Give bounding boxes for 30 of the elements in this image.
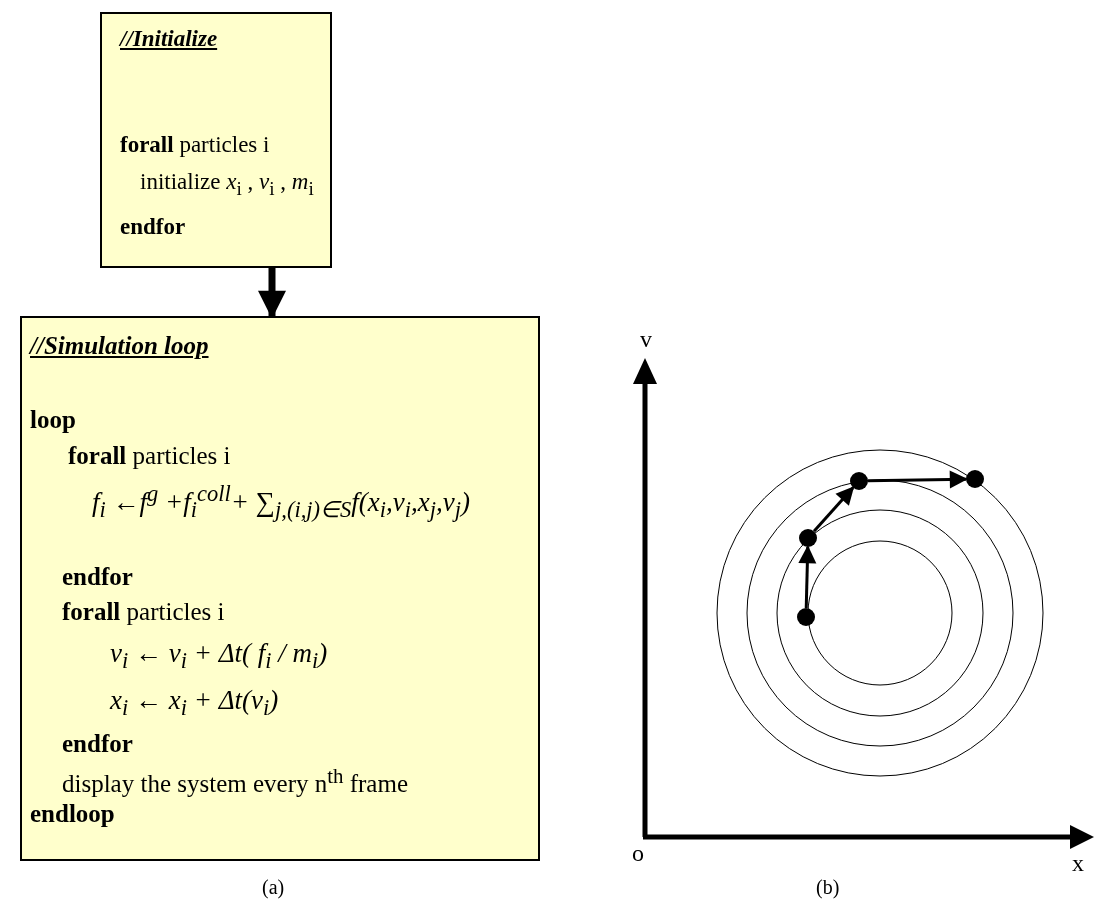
code-line: forall particles i — [120, 132, 270, 158]
formula: v$_{i}$ ← v$_{i}$ + Δt( f$_{i}$ / m$_{i}$) — [110, 638, 328, 675]
panel-label: (a) — [262, 876, 285, 899]
code-line: forall particles i — [62, 598, 225, 626]
code-line: initialize x$_{i}$ , v$_{i}$ , m$_{i}$ — [140, 169, 314, 200]
point-marker — [799, 529, 817, 547]
code-keyword: endloop — [30, 800, 115, 828]
code-line: display the system every n$^{th}$ frame — [62, 764, 408, 799]
point-marker — [966, 470, 984, 488]
code-comment: //Simulation loop — [30, 332, 209, 360]
arrow — [812, 486, 855, 533]
arrow — [258, 268, 286, 319]
code-keyword: endfor — [120, 214, 186, 240]
arrow — [798, 545, 817, 609]
axis-label: x — [1072, 850, 1084, 877]
origin-label: o — [632, 840, 644, 867]
code-keyword: endfor — [62, 730, 133, 758]
code-keyword: endfor — [62, 563, 133, 591]
arrow — [867, 470, 968, 489]
code-box — [20, 316, 540, 861]
point-marker — [850, 472, 868, 490]
code-comment: //Initialize — [120, 26, 218, 52]
formula: f$_{i}$ ←f$^{g}$ +f$_{i}$$^{coll}$+ ∑$_{j,(i,j)∈S}$f(x$_{i}$,v$_{i}$,x$_{j}$,v$_{j}$) — [92, 481, 470, 524]
formula: x$_{i}$ ← x$_{i}$ + Δt(v$_{i}$) — [110, 685, 279, 722]
code-line: forall particles i — [68, 442, 231, 470]
code-keyword: loop — [30, 406, 76, 434]
point-marker — [797, 608, 815, 626]
axis-label: v — [640, 326, 652, 353]
code-box — [100, 12, 332, 268]
panel-label: (b) — [816, 876, 840, 899]
